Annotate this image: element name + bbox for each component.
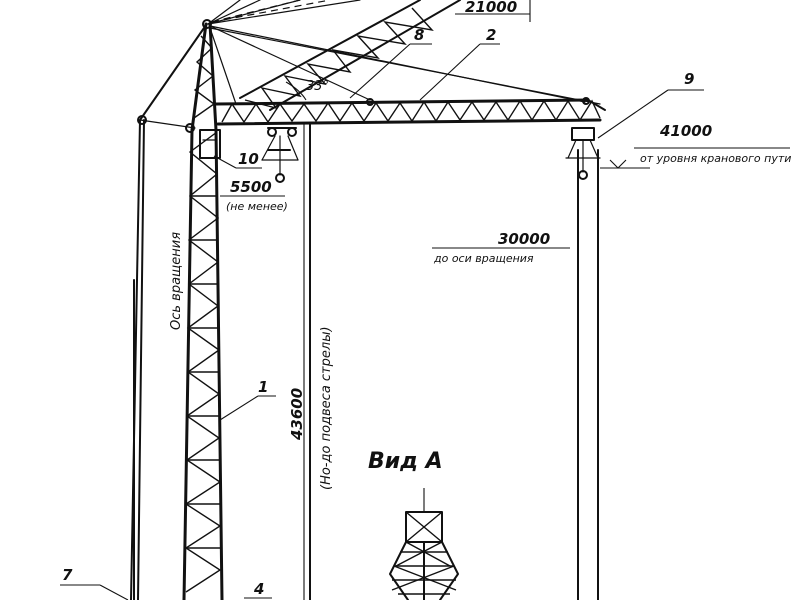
offset-value: 5500 [230, 178, 272, 196]
cab [199, 129, 221, 159]
reach-note: до оси вращения [433, 252, 534, 265]
mast-head [190, 19, 218, 132]
hook-height-value: 43600 [288, 388, 306, 441]
tower-mast [182, 128, 224, 600]
callout-1: 1 [258, 378, 268, 396]
horizontal-boom [214, 97, 606, 126]
callouts-top: 8 2 [349, 26, 500, 101]
callout-2: 2 [486, 26, 496, 44]
height-track-note: от уровня кранового пути [640, 152, 791, 165]
dim-hook-height: 43600 (Но-до подвеса стрелы) [288, 124, 334, 600]
height-track-value: 41000 [659, 122, 712, 140]
hook-height-note: (Но-до подвеса стрелы) [319, 326, 334, 490]
callout-7-group: 7 [60, 566, 129, 600]
view-a: Вид А [368, 449, 459, 600]
angle-marker: 33° [285, 79, 329, 101]
rotation-axis-label: Ось вращения [169, 232, 184, 330]
callout-10: 10 [238, 150, 259, 168]
reach-value: 30000 [498, 230, 550, 248]
dim-height-track: 41000 от уровня кранового пути [600, 122, 791, 169]
raised-jib [211, 0, 461, 111]
callout-4-group: 4 [244, 580, 272, 599]
callout-4: 4 [253, 580, 264, 598]
callout-1-group: 1 [219, 378, 276, 421]
dim-jib-length: 21000 [455, 0, 531, 22]
reference-lines [309, 123, 599, 600]
angle-value: 33° [306, 79, 329, 94]
trolley-tip [565, 127, 601, 180]
callout-9: 9 [684, 70, 694, 88]
offset-note: (не менее) [226, 200, 288, 213]
callout-10-group: 10 5500 (не менее) [213, 150, 288, 213]
trolley-near [261, 127, 299, 183]
guy-ropes [207, 0, 601, 105]
callout-9-group: 9 [597, 70, 704, 139]
view-a-label: Вид А [368, 449, 443, 474]
callout-7: 7 [62, 566, 73, 584]
dim-reach: 30000 до оси вращения [432, 230, 570, 265]
callout-8: 8 [414, 26, 424, 44]
stay-ropes [130, 27, 205, 600]
jib-length-value: 21000 [465, 0, 517, 16]
